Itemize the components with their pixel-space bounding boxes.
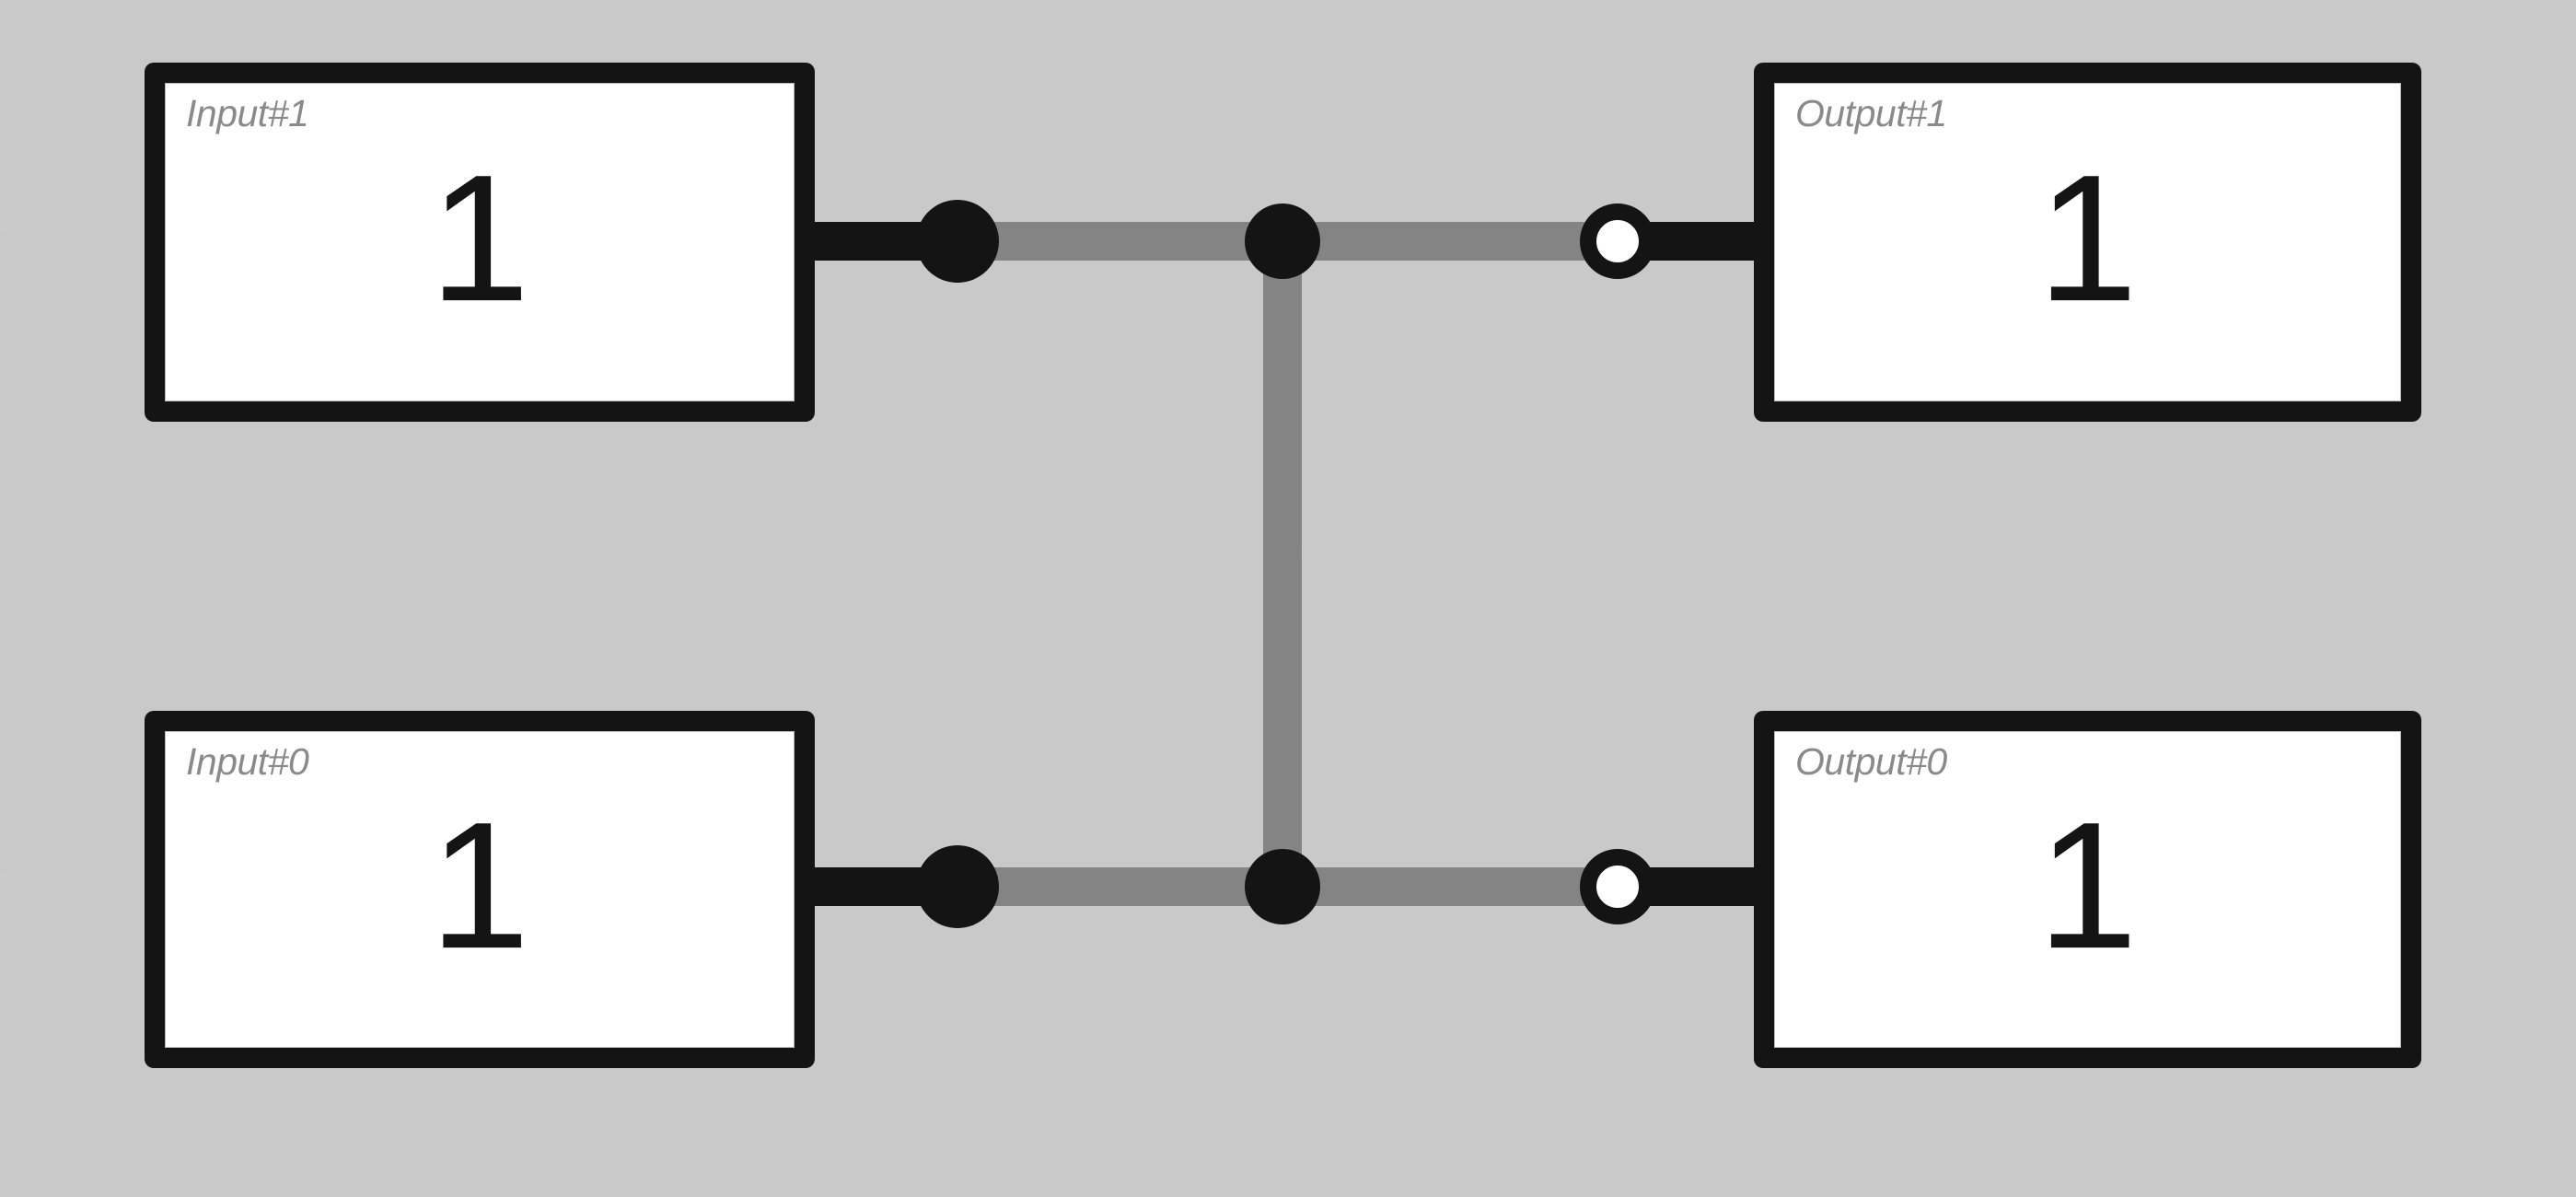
grid-dot (969, 548, 979, 558)
block-input-1-face: Input#1 1 (165, 83, 795, 401)
grid-dot (0, 221, 6, 231)
grid-dot (0, 875, 6, 885)
block-output-1[interactable]: Output#1 1 (1754, 63, 2421, 422)
wire-bottom-right-segment[interactable] (1276, 867, 1626, 906)
block-input-1-label: Input#1 (186, 92, 309, 134)
grid-dot (1941, 548, 1951, 558)
block-output-0-face: Output#0 1 (1774, 731, 2401, 1048)
block-input-0[interactable]: Input#0 1 (145, 711, 815, 1068)
block-output-0-value: 1 (2036, 784, 2138, 987)
input-0-output-port[interactable] (916, 845, 999, 928)
junction-node-top[interactable] (1245, 203, 1320, 279)
block-output-0[interactable]: Output#0 1 (1754, 711, 2421, 1068)
grid-dot (1617, 548, 1627, 558)
output-1-input-port[interactable] (1580, 203, 1655, 279)
block-input-1-value[interactable]: 1 (429, 137, 530, 340)
wire-top-right-segment[interactable] (1276, 222, 1626, 261)
block-output-1-value: 1 (2036, 137, 2138, 340)
block-input-1[interactable]: Input#1 1 (145, 63, 815, 422)
wire-top-left-segment[interactable] (957, 222, 1289, 261)
block-output-0-label: Output#0 (1795, 740, 1947, 783)
block-input-0-face: Input#0 1 (165, 731, 795, 1048)
wire-vertical-branch[interactable] (1263, 241, 1302, 887)
grid-dot (2265, 548, 2275, 558)
grid-dot (0, 548, 6, 558)
input-1-output-port[interactable] (916, 200, 999, 283)
output-0-input-port[interactable] (1580, 849, 1655, 924)
block-output-1-face: Output#1 1 (1774, 83, 2401, 401)
block-input-0-label: Input#0 (186, 740, 309, 783)
block-output-1-label: Output#1 (1795, 92, 1947, 134)
junction-node-bottom[interactable] (1245, 849, 1320, 924)
wire-bottom-left-segment[interactable] (957, 867, 1289, 906)
grid-dot (644, 548, 655, 558)
block-input-0-value[interactable]: 1 (429, 784, 530, 987)
grid-dot (320, 548, 331, 558)
